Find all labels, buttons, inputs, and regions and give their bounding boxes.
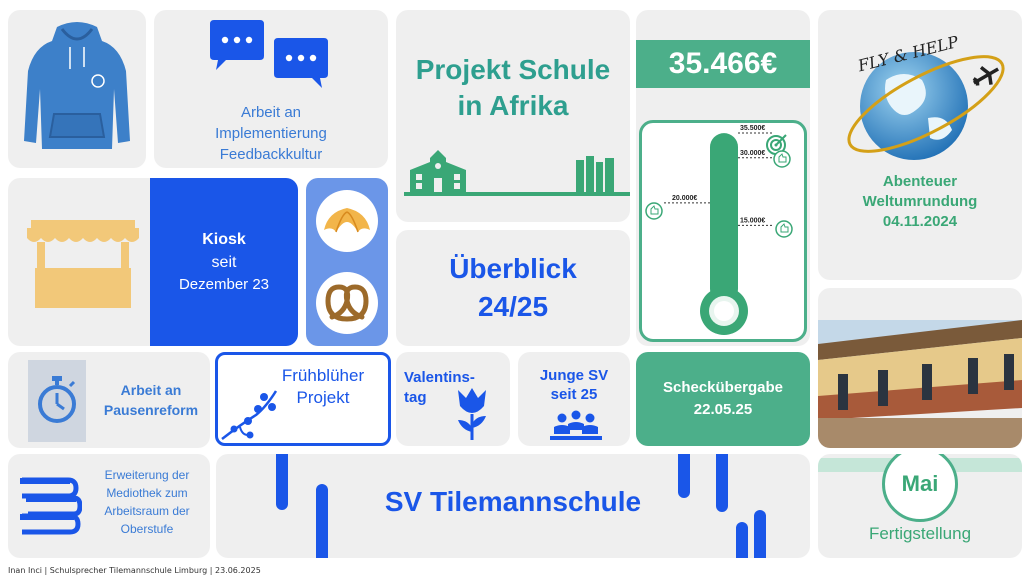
projekt-line1: Projekt Schule bbox=[415, 54, 611, 85]
thumb-icon-30000 bbox=[773, 150, 791, 168]
projekt-schule-tile: Projekt Schule in Afrika bbox=[396, 10, 630, 222]
scheck-line1: Scheckübergabe bbox=[662, 379, 784, 396]
kiosk-line2: Dezember 23 bbox=[178, 276, 270, 293]
mai-label: Fertigstellung bbox=[868, 524, 972, 543]
airplane-icon bbox=[972, 65, 999, 86]
kiosk-title: Kiosk bbox=[202, 231, 246, 248]
thumb-icon-20000 bbox=[645, 202, 663, 220]
mai-badge-text: Mai bbox=[901, 471, 939, 496]
feedback-line3: Feedbackkultur bbox=[219, 146, 323, 163]
mediothek-line3: Arbeitsraum der bbox=[104, 504, 190, 518]
ground-line bbox=[404, 192, 630, 196]
jungesv-line1: Junge SV bbox=[539, 367, 609, 384]
feedback-line2: Implementierung bbox=[215, 125, 327, 142]
book-stack-icon bbox=[20, 477, 82, 535]
thermometer-label: 30.000€ bbox=[740, 150, 765, 157]
mediothek-tile: Erweiterung der Mediothek zum Arbeitsrau… bbox=[8, 454, 210, 558]
sv-title: SV Tilemannschule bbox=[384, 486, 642, 517]
group-icon bbox=[550, 410, 602, 440]
fruehblueher-line2: Projekt bbox=[296, 388, 350, 407]
ueberblick-line2: 24/25 bbox=[477, 291, 549, 322]
scheck-line2: 22.05.25 bbox=[693, 401, 753, 418]
thermometer-frame: 35.500€ 30.000€ 20.000€ 15.000€ bbox=[639, 120, 807, 342]
school-icon bbox=[410, 150, 466, 192]
flyhelp-logo: FLY & HELP bbox=[847, 32, 1005, 160]
flyhelp-line2: Weltumrundung bbox=[862, 193, 978, 210]
books-icon bbox=[576, 156, 614, 192]
amount-bar: 35.466€ bbox=[636, 40, 810, 88]
thermometer-label: 15.000€ bbox=[740, 217, 765, 224]
mediothek-line1: Erweiterung der bbox=[104, 468, 190, 482]
fruehblueher-line1: Frühblüher bbox=[281, 366, 365, 385]
feedback-line1: Arbeit an bbox=[240, 104, 302, 121]
kiosk-image-tile bbox=[8, 178, 158, 346]
pretzel-icon bbox=[325, 284, 369, 322]
deco-bar bbox=[716, 454, 728, 512]
mediothek-line2: Mediothek zum bbox=[106, 486, 188, 500]
blossom-branch-icon bbox=[221, 390, 278, 440]
hoodie-tile bbox=[8, 10, 146, 168]
pausen-tile: Arbeit an Pausenreform bbox=[8, 352, 210, 448]
deco-bar bbox=[276, 454, 288, 510]
deco-bar bbox=[316, 484, 328, 558]
jungesv-line2: seit 25 bbox=[550, 386, 598, 403]
pausen-line1: Arbeit an bbox=[120, 382, 182, 398]
spenden-tile: 35.466€ 35.500€ 30.000€ 20.000€ 15.000€ bbox=[636, 10, 810, 346]
mai-badge: Mai bbox=[882, 454, 958, 522]
valentin-line1: Valentins- bbox=[404, 369, 475, 386]
footer-text: Inan Inci | Schulsprecher Tilemannschule… bbox=[8, 566, 261, 575]
stopwatch-icon bbox=[38, 376, 76, 423]
valentin-tile: Valentins- tag bbox=[396, 352, 510, 446]
projekt-line2: in Afrika bbox=[457, 90, 569, 121]
thermometer-label: 35.500€ bbox=[740, 125, 765, 132]
hoodie-icon bbox=[24, 22, 130, 149]
thumb-icon-15000 bbox=[775, 220, 793, 238]
kiosk-text-tile: Kiosk seit Dezember 23 bbox=[150, 178, 298, 346]
valentin-line2: tag bbox=[404, 389, 427, 406]
flyhelp-tile: FLY & HELP Abenteuer Weltumrundung 04.11… bbox=[818, 10, 1022, 280]
deco-bar bbox=[754, 510, 766, 558]
flyhelp-line1: Abenteuer bbox=[882, 173, 958, 190]
mai-tile: Mai Fertigstellung bbox=[818, 454, 1022, 558]
feedback-tile: Arbeit an Implementierung Feedbackkultur bbox=[154, 10, 388, 168]
scheck-tile: Scheckübergabe 22.05.25 bbox=[636, 352, 810, 446]
pausen-line2: Pausenreform bbox=[103, 402, 199, 418]
thermometer-icon: 35.500€ 30.000€ 20.000€ 15.000€ bbox=[645, 125, 793, 335]
mediothek-line4: Oberstufe bbox=[120, 522, 174, 536]
chat-bubbles-icon bbox=[210, 20, 328, 88]
ueberblick-line1: Überblick bbox=[449, 253, 577, 284]
deco-bar bbox=[736, 522, 748, 558]
kiosk-stall-icon bbox=[27, 220, 139, 308]
deco-bar bbox=[678, 454, 690, 498]
flyhelp-line3: 04.11.2024 bbox=[882, 213, 958, 230]
school-photo-tile bbox=[818, 288, 1022, 448]
bakery-tile bbox=[306, 178, 388, 346]
amount-value: 35.466€ bbox=[668, 47, 778, 80]
fruehblueher-tile: Frühblüher Projekt bbox=[215, 352, 391, 446]
school-building-photo bbox=[818, 320, 1022, 448]
thermometer-label: 20.000€ bbox=[672, 195, 697, 202]
ueberblick-tile: Überblick 24/25 bbox=[396, 230, 630, 346]
tulip-icon bbox=[458, 388, 486, 440]
sv-banner-tile: SV Tilemannschule bbox=[216, 454, 810, 558]
jungesv-tile: Junge SV seit 25 bbox=[518, 352, 630, 446]
kiosk-line1: seit bbox=[211, 254, 237, 271]
croissant-icon bbox=[324, 208, 370, 233]
